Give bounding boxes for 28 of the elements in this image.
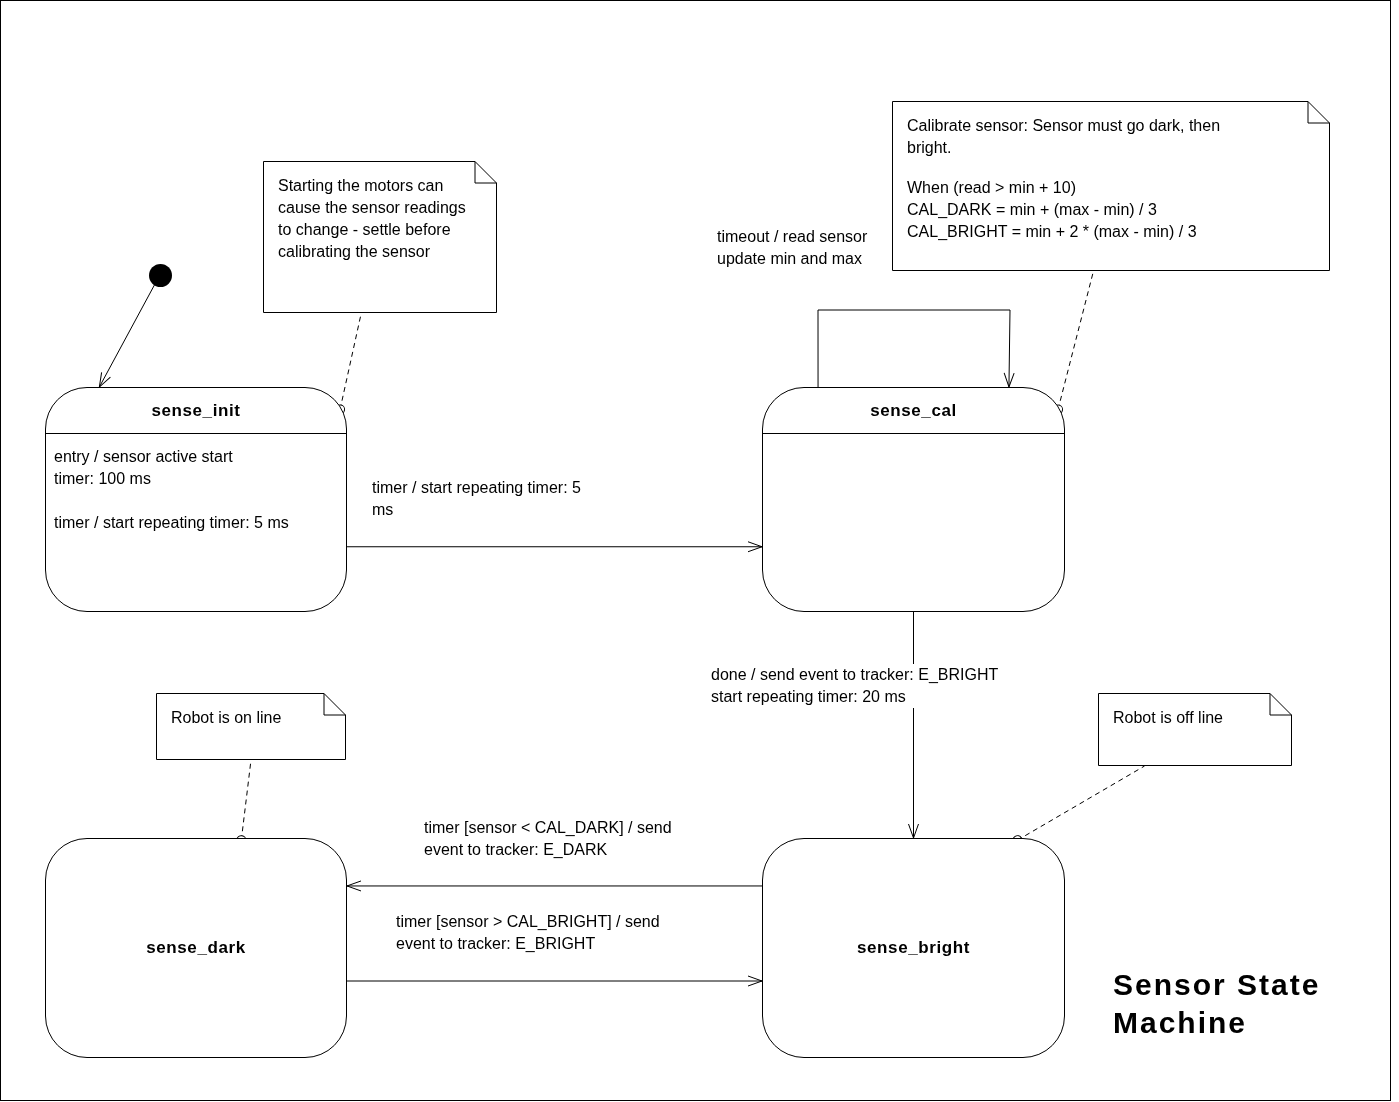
note-box <box>1098 693 1292 766</box>
state-box <box>762 838 1065 1058</box>
transition-arrow <box>346 975 763 987</box>
state-action: entry / sensor active start timer: 100 ms <box>54 447 234 489</box>
state-action: timer / start repeating timer: 5 ms <box>54 513 290 533</box>
transition-arrow <box>346 880 763 892</box>
note-text: Starting the motors can cause the sensor readings to change - settle before calibrating the sensor <box>278 176 467 262</box>
transition-arrow <box>98 283 156 388</box>
state-box <box>45 387 347 612</box>
note-box <box>892 101 1330 271</box>
note-text: CAL_DARK = min + (max - min) / 3 <box>907 200 1158 220</box>
note-text: Robot is on line <box>171 708 283 728</box>
initial-state <box>149 264 172 287</box>
note-text: Robot is off line <box>1113 708 1224 728</box>
state-box <box>762 387 1065 612</box>
state-name: sense_cal <box>763 388 1064 434</box>
note-text: When (read > min + 10) <box>907 178 1077 198</box>
note-box <box>263 161 497 313</box>
diagram-title: Sensor State Machine <box>1113 967 1322 1041</box>
transition-arrow <box>346 541 763 553</box>
note-text: Calibrate sensor: Sensor must go dark, then bright. <box>907 116 1222 158</box>
state-name: sense_init <box>46 388 346 434</box>
state-name: sense_dark <box>145 937 247 960</box>
state-box <box>45 838 347 1058</box>
transition-arrow <box>817 309 1015 388</box>
state-name: sense_bright <box>856 937 971 960</box>
note-box <box>156 693 346 760</box>
note-text: CAL_BRIGHT = min + 2 * (max - min) / 3 <box>907 222 1198 242</box>
